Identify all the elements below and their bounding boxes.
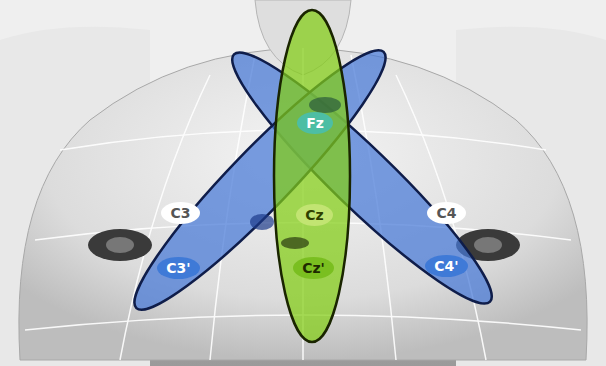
- electrode-label: C4: [427, 202, 466, 224]
- electrode-name: Cz: [305, 208, 323, 222]
- electrode-label: C3': [157, 257, 200, 279]
- electrode-label: Cz': [293, 257, 334, 279]
- electrode-label: C3: [161, 202, 200, 224]
- electrode-name: C4': [434, 259, 458, 273]
- electrode-label: C4': [425, 255, 468, 277]
- montage-ellipse: [274, 10, 350, 342]
- electrode: [281, 237, 309, 249]
- electrode-label: Cz: [296, 204, 333, 226]
- ear-plug: [88, 229, 152, 261]
- electrode-name: Cz': [302, 261, 325, 275]
- electrode-name: C4: [436, 206, 456, 220]
- electrode: [309, 97, 341, 113]
- ear-plug: [106, 237, 134, 253]
- electrode: [250, 214, 274, 230]
- electrode-name: C3': [166, 261, 190, 275]
- electrode-name: C3: [170, 206, 190, 220]
- electrode-name: Fz: [306, 116, 324, 130]
- montage-ellipse: [115, 31, 405, 329]
- electrode-label: Fz: [297, 112, 333, 134]
- ear-plug: [474, 237, 502, 253]
